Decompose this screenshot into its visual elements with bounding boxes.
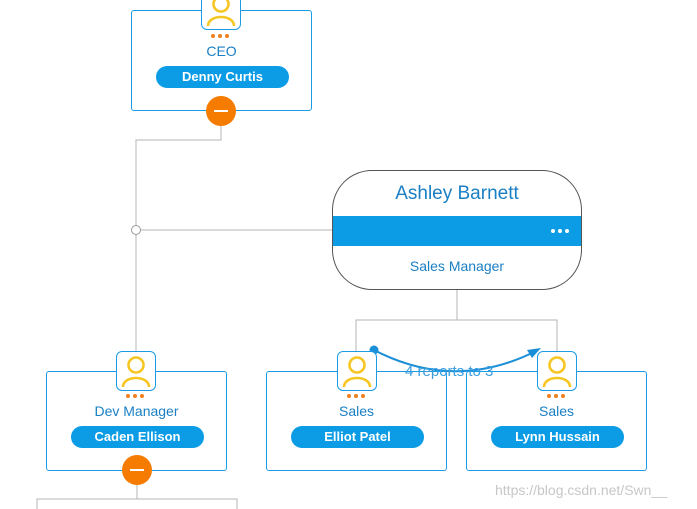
avatar	[201, 0, 241, 30]
more-dots-icon[interactable]	[551, 229, 571, 234]
more-dots-icon[interactable]	[126, 394, 146, 400]
avatar	[116, 351, 156, 391]
person-icon	[542, 356, 572, 388]
more-dots-icon[interactable]	[211, 34, 231, 40]
node-role: Dev Manager	[94, 403, 179, 419]
avatar	[537, 351, 577, 391]
node-name-pill: Lynn Hussain	[491, 426, 624, 448]
link-label: 4 reports to 3	[405, 363, 494, 380]
node-role: Sales	[338, 403, 375, 419]
avatar	[337, 351, 377, 391]
person-icon	[121, 356, 151, 388]
person-icon	[342, 356, 372, 388]
node-card-sales-manager[interactable]: Ashley Barnett Sales Manager	[332, 170, 582, 290]
node-card-sales-1[interactable]: Sales Elliot Patel	[266, 371, 447, 471]
junction-node	[131, 225, 141, 235]
connector-ceo-down	[135, 112, 222, 230]
node-card-ceo[interactable]: CEO Denny Curtis	[131, 10, 312, 111]
more-dots-icon[interactable]	[547, 394, 567, 400]
node-band	[333, 216, 581, 246]
node-name-pill: Elliot Patel	[291, 426, 424, 448]
watermark: https://blog.csdn.net/Swn__	[495, 482, 667, 498]
connector-dev-manager-down	[36, 498, 238, 509]
collapse-button-dev-manager[interactable]	[122, 455, 152, 485]
node-name: Ashley Barnett	[395, 183, 519, 204]
node-role: CEO	[206, 43, 237, 59]
node-role: Sales	[538, 403, 575, 419]
node-name-pill: Caden Ellison	[71, 426, 204, 448]
node-role: Sales Manager	[409, 258, 505, 274]
connector-sales-branch	[355, 319, 558, 352]
link-4-to-3-curve	[373, 349, 537, 373]
link-arrowhead	[527, 348, 541, 358]
collapse-button-ceo[interactable]	[206, 96, 236, 126]
person-icon	[206, 0, 236, 27]
node-name-pill: Denny Curtis	[156, 66, 289, 88]
more-dots-icon[interactable]	[347, 394, 367, 400]
